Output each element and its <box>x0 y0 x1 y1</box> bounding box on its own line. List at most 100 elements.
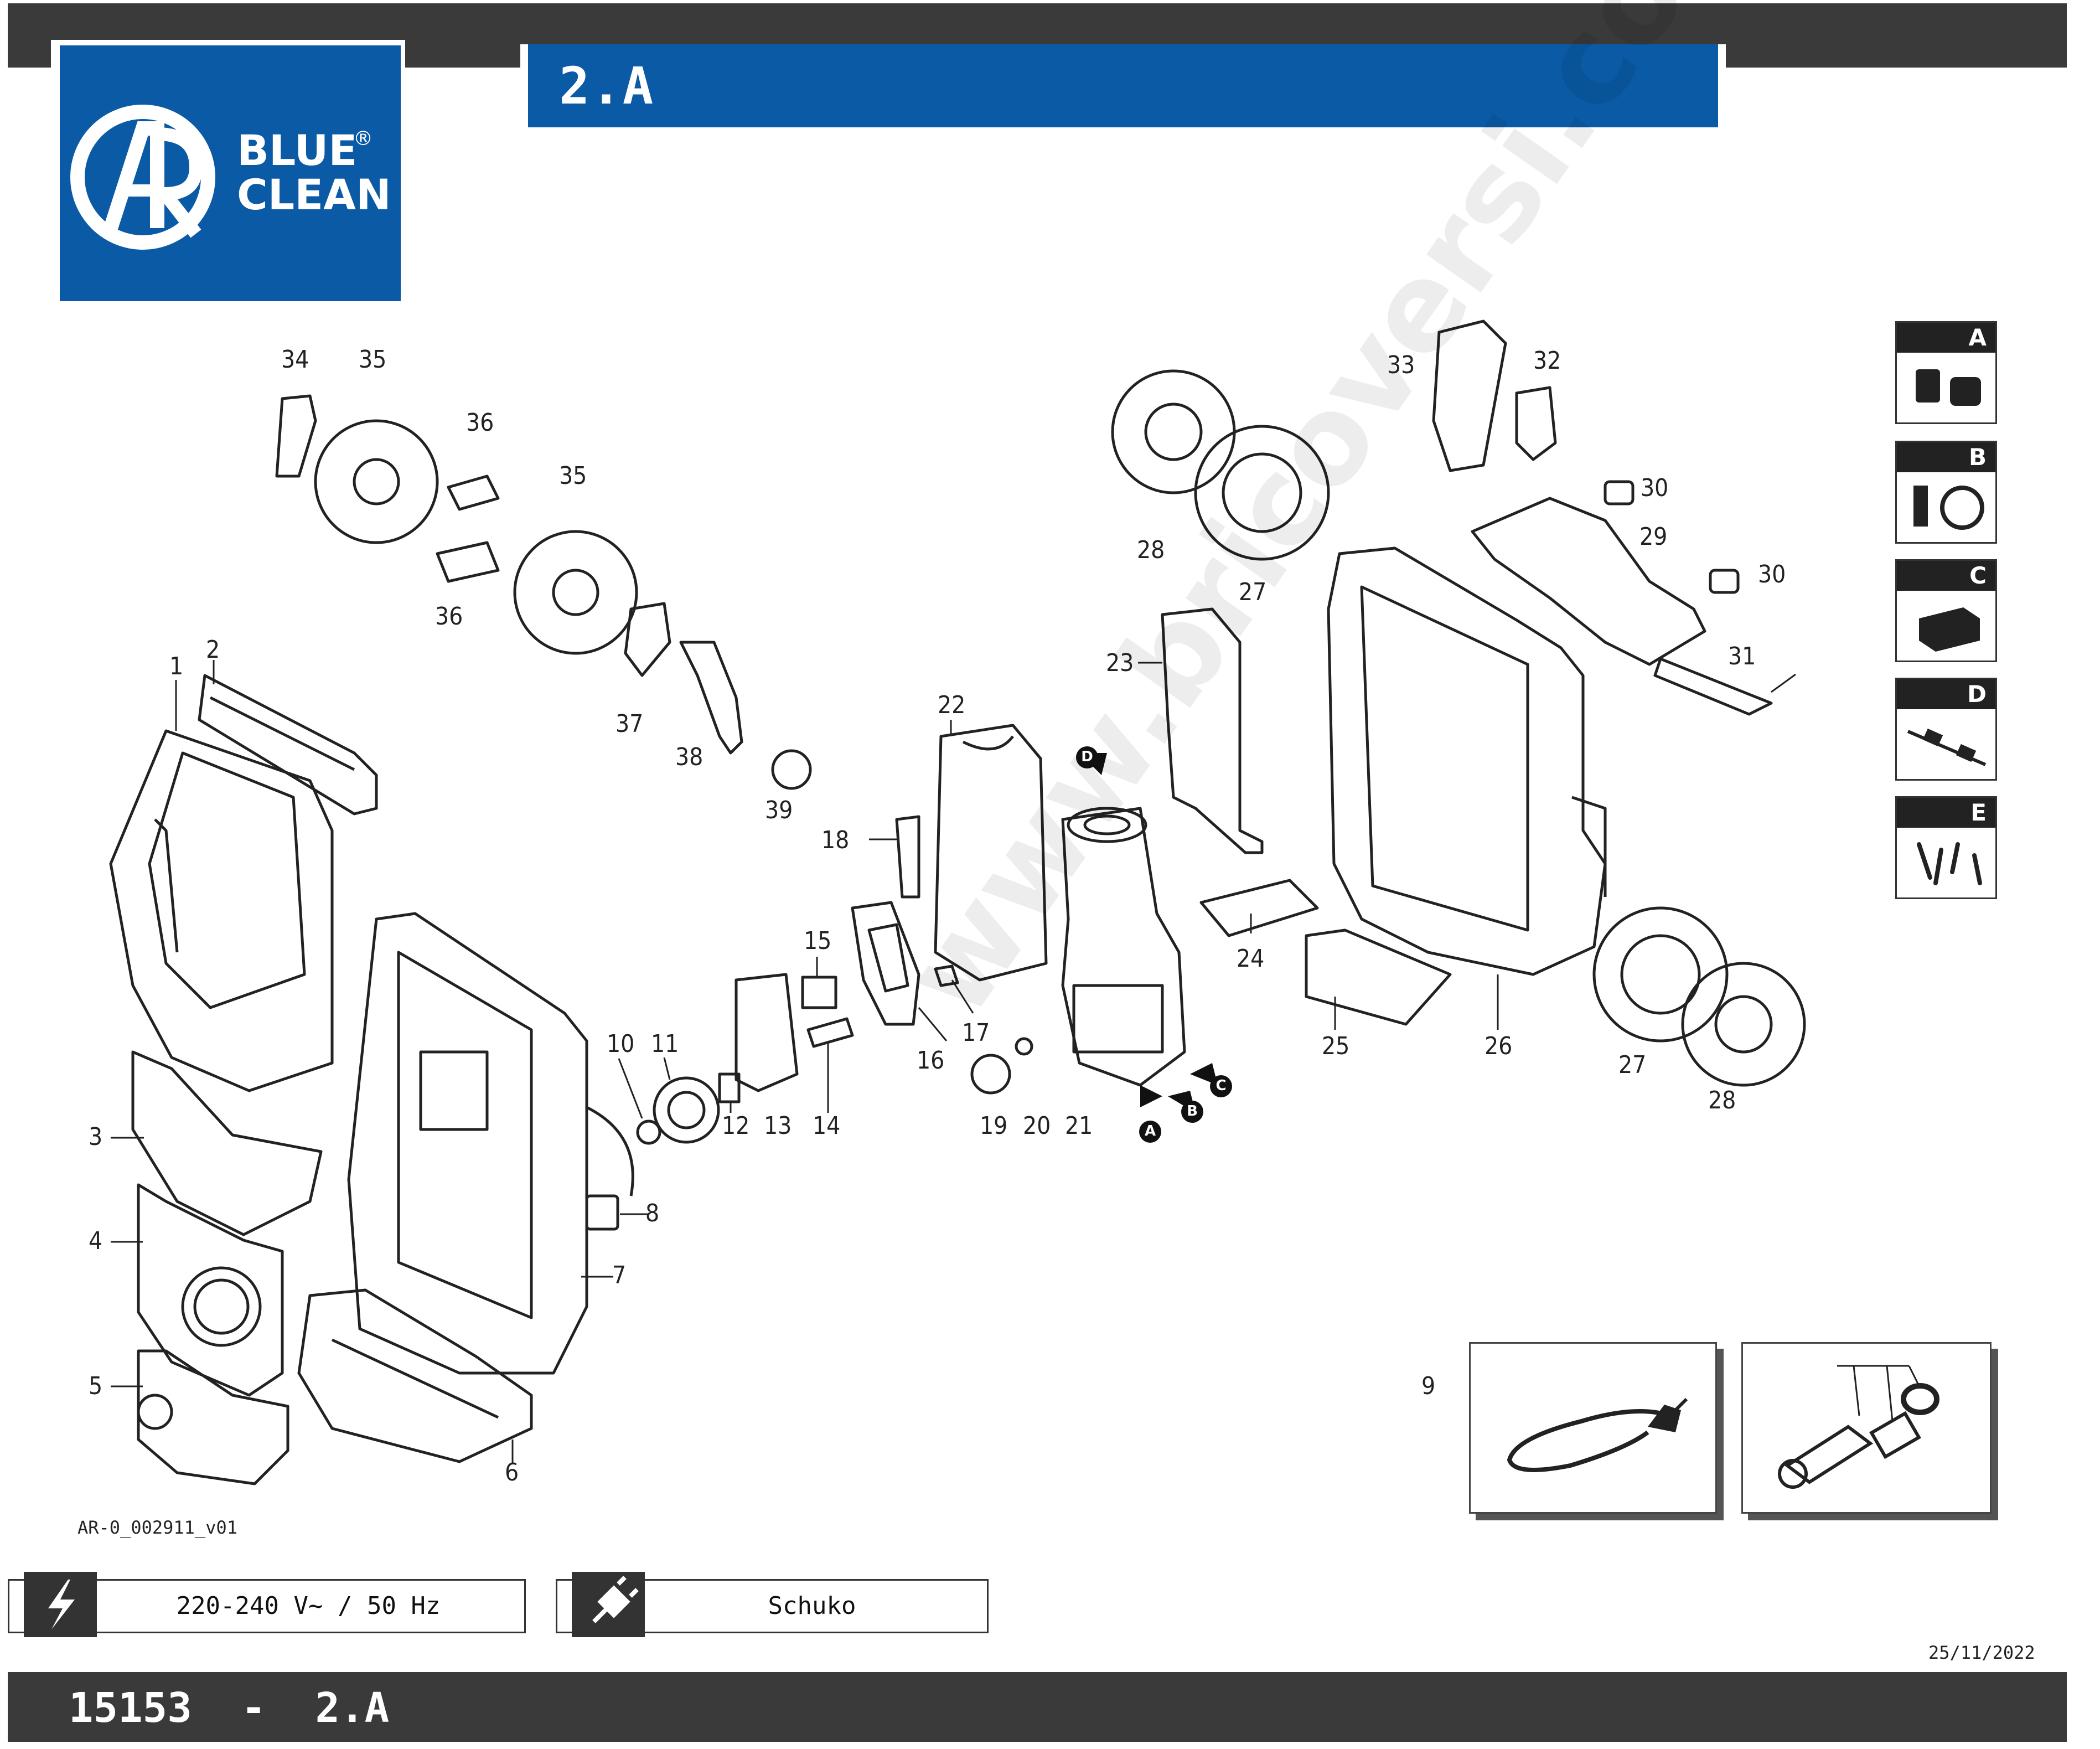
part-36-upper <box>447 474 500 511</box>
part-10 <box>636 1119 661 1145</box>
callout-26: 26 <box>1485 1032 1513 1060</box>
spec-voltage: 220-240 V~ / 50 Hz <box>8 1572 526 1637</box>
part-handle <box>198 674 378 816</box>
callout-38: 38 <box>675 743 704 771</box>
kit-b-label: B <box>1897 442 1995 472</box>
spec-voltage-text: 220-240 V~ / 50 Hz <box>176 1592 441 1620</box>
part-22 <box>934 724 1048 982</box>
callout-35-right: 35 <box>559 462 587 490</box>
kit-e-label: E <box>1897 798 1995 828</box>
callout-6: 6 <box>505 1458 519 1487</box>
part-11 <box>653 1076 720 1144</box>
kit-d[interactable]: D <box>1895 678 1997 781</box>
marker-b: B <box>1187 1103 1198 1119</box>
callout-29: 29 <box>1639 523 1668 551</box>
part-cover-3 <box>131 1050 323 1236</box>
part-knob-39 <box>771 749 812 790</box>
kit-c-label: C <box>1897 561 1995 591</box>
part-strap-31 <box>1653 657 1773 716</box>
part-plate-25 <box>1305 928 1452 1026</box>
part-front-frame <box>109 729 334 1092</box>
callout-20: 20 <box>1023 1112 1051 1140</box>
kit-c[interactable]: C <box>1895 559 1997 662</box>
plug-icon <box>572 1572 645 1637</box>
callout-25: 25 <box>1322 1032 1350 1060</box>
watermark: www.bricoversi.com <box>876 0 1787 1041</box>
callout-28-lower: 28 <box>1708 1086 1736 1115</box>
callout-3: 3 <box>89 1123 103 1151</box>
kit-b[interactable]: B <box>1895 441 1997 544</box>
kit-a[interactable]: A <box>1895 321 1997 424</box>
callout-30-upper: 30 <box>1641 474 1669 502</box>
callout-17: 17 <box>962 1019 990 1047</box>
part-panel-5 <box>137 1349 289 1485</box>
callout-16: 16 <box>917 1046 945 1075</box>
part-plate-24 <box>1199 879 1319 937</box>
part-37 <box>624 602 671 677</box>
part-36-lower <box>436 541 500 583</box>
part-34 <box>275 394 317 478</box>
callout-23: 23 <box>1106 649 1134 677</box>
part-pin-30-b <box>1709 569 1740 594</box>
part-housing-7 <box>347 912 588 1375</box>
callout-8: 8 <box>645 1199 660 1227</box>
callout-18: 18 <box>821 826 850 854</box>
bottom-bar <box>8 1672 2067 1742</box>
part-wheel-27-upper <box>1194 425 1330 561</box>
spec-plug-text: Schuko <box>768 1592 856 1620</box>
arrow-markers <box>1076 746 1232 1143</box>
callout-4: 4 <box>89 1227 103 1255</box>
callout-37: 37 <box>615 710 644 738</box>
part-20 <box>1015 1037 1033 1056</box>
callout-27-lower: 27 <box>1618 1051 1647 1079</box>
callout-22: 22 <box>938 691 966 719</box>
registered-mark: ® <box>353 127 373 150</box>
brand-line1: BLUE <box>237 126 358 175</box>
marker-a: A <box>1144 1123 1156 1139</box>
accessory-box-power-cord <box>1469 1342 1717 1514</box>
part-hubcap-28-lower <box>1681 962 1806 1087</box>
brand-line2: CLEAN <box>237 170 391 219</box>
callout-5: 5 <box>89 1372 103 1400</box>
page-title: 2.A <box>559 56 655 116</box>
marker-c: C <box>1215 1077 1227 1094</box>
part-15 <box>801 976 837 1009</box>
callout-36-lower: 36 <box>435 602 463 631</box>
part-crank-38 <box>679 641 743 755</box>
part-18 <box>895 815 920 899</box>
callout-7: 7 <box>612 1261 627 1289</box>
callout-35-left: 35 <box>359 345 387 374</box>
callout-24: 24 <box>1237 945 1265 973</box>
spec-plug: Schuko <box>556 1572 989 1637</box>
kit-d-label: D <box>1897 679 1995 709</box>
part-17 <box>934 964 959 987</box>
brand-logo: BLUE CLEAN ® <box>60 45 401 301</box>
callout-34: 34 <box>281 345 309 374</box>
drawing-code: AR-0_002911_v01 <box>77 1517 237 1538</box>
title-bar <box>520 44 1726 127</box>
callout-21: 21 <box>1065 1112 1093 1140</box>
part-hubcap-28-upper <box>1111 369 1236 494</box>
lightning-icon <box>24 1572 97 1637</box>
callout-11: 11 <box>651 1030 679 1058</box>
part-33 <box>1432 319 1507 472</box>
part-base-6 <box>297 1288 533 1463</box>
callout-12: 12 <box>722 1112 750 1140</box>
callout-19: 19 <box>980 1112 1008 1140</box>
seal-kit-icon <box>1913 486 1984 530</box>
date: 25/11/2022 <box>1928 1642 2035 1663</box>
callout-13: 13 <box>764 1112 792 1140</box>
callout-9: 9 <box>1421 1372 1436 1400</box>
inlet-filter-icon <box>1778 1365 1939 1489</box>
part-motor-21 <box>1061 807 1186 1087</box>
marker-d: D <box>1081 749 1093 765</box>
part-box-13 <box>735 973 799 1092</box>
kit-e[interactable]: E <box>1895 796 1997 899</box>
kit-a-label: A <box>1897 323 1995 353</box>
callout-27-upper: 27 <box>1239 578 1267 606</box>
part-pin-30-a <box>1604 480 1635 505</box>
callout-31: 31 <box>1728 642 1756 670</box>
callout-39: 39 <box>765 796 793 824</box>
callout-28-upper: 28 <box>1137 536 1165 564</box>
